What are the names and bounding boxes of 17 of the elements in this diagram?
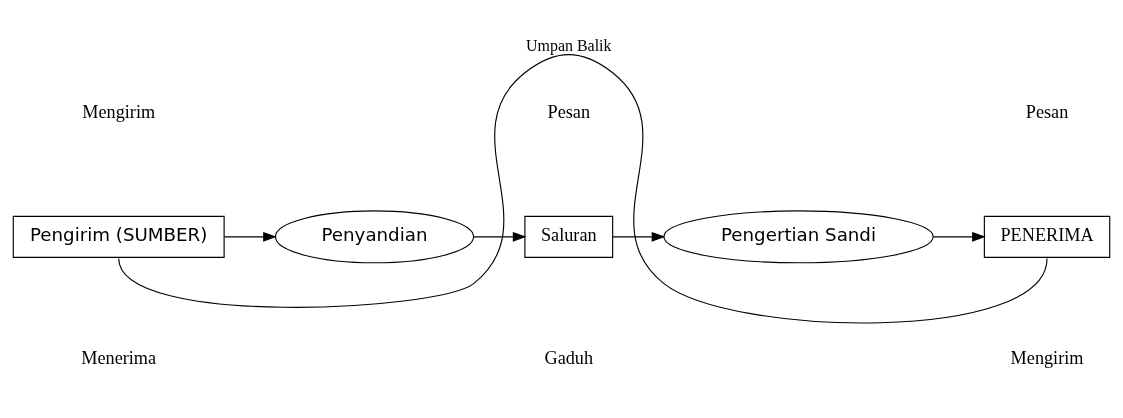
arrow (473, 231, 527, 242)
label: Mengirim (82, 101, 156, 122)
label: Gaduh (544, 347, 594, 368)
node-box: PENERIMA (983, 215, 1111, 258)
label: Pesan (1025, 101, 1069, 122)
label: Pesan (547, 101, 591, 122)
node-box: Saluran (524, 215, 614, 258)
label: Menerima (81, 347, 157, 368)
arrow (223, 231, 277, 242)
node-ellipse: Penyandian (274, 209, 475, 263)
node-box: Pengirim (SUMBER) (12, 215, 225, 258)
connector (118, 53, 1048, 323)
arrow (612, 231, 666, 242)
edge-label: Umpan Balik (526, 36, 612, 54)
arrow (932, 231, 986, 242)
label: Mengirim (1010, 347, 1084, 368)
node-ellipse: Pengertian Sandi (663, 209, 934, 263)
